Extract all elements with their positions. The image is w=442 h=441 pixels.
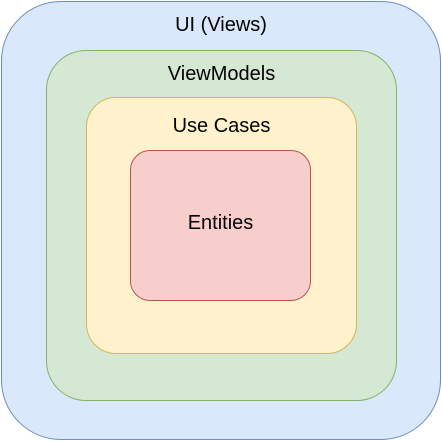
layer-label-entities: Entities [187,212,254,234]
layer-entities: Entities [130,150,311,301]
layer-label-use-cases: Use Cases [172,115,271,137]
layer-label-viewmodels: ViewModels [167,63,276,85]
layer-label-ui-views: UI (Views) [175,14,267,36]
